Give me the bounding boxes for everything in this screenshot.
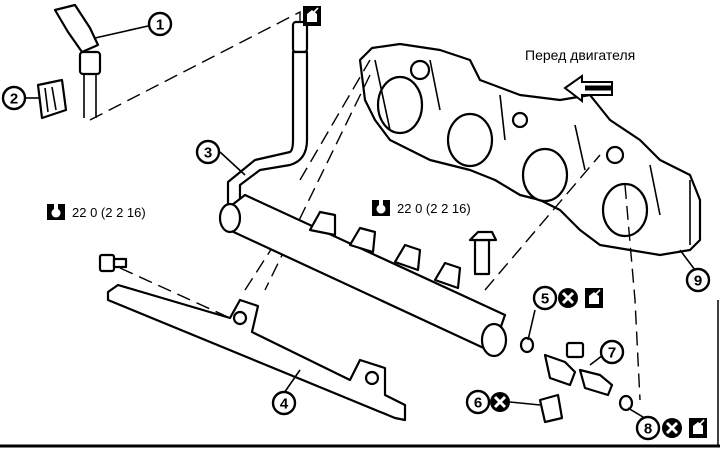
torque-wrench-icon	[372, 200, 390, 216]
intake-manifold	[358, 42, 702, 257]
hose-clamp	[36, 78, 68, 120]
svg-text:6: 6	[474, 395, 482, 412]
svg-text:1: 1	[156, 17, 164, 34]
torque-spec-right: 22 0 (2 2 16)	[397, 201, 471, 216]
svg-text:7: 7	[608, 345, 616, 362]
injector-clip	[538, 393, 564, 424]
lubricate-oil-icon	[688, 417, 708, 439]
lubricate-oil-icon	[302, 5, 322, 27]
fuel-hose	[53, 3, 102, 118]
torque-wrench-icon	[47, 204, 65, 220]
fuel-rail-protector	[106, 283, 407, 422]
fuel-rail	[218, 193, 508, 358]
svg-text:9: 9	[694, 273, 702, 290]
replace-part-icon	[556, 286, 580, 310]
callout-4: 4	[271, 390, 297, 416]
front-direction-arrow-icon	[563, 74, 613, 104]
svg-text:4: 4	[280, 396, 289, 413]
lubricate-oil-icon	[584, 287, 604, 309]
replace-part-icon	[660, 416, 684, 440]
front-of-engine-label: Перед двигателя	[525, 47, 635, 63]
callout-9: 9	[685, 267, 711, 293]
fuel-feed-pipe	[226, 20, 309, 207]
callout-7: 7	[599, 339, 625, 365]
protector-bolt	[98, 253, 128, 273]
svg-text:8: 8	[644, 421, 652, 438]
callout-6: 6	[465, 389, 491, 415]
svg-text:2: 2	[10, 91, 18, 108]
callout-1: 1	[147, 11, 173, 37]
callout-3: 3	[195, 139, 221, 165]
torque-spec-left: 22 0 (2 2 16)	[72, 205, 146, 220]
fuel-injector	[519, 336, 634, 412]
svg-text:5: 5	[541, 291, 549, 308]
callout-5: 5	[532, 285, 558, 311]
replace-part-icon	[488, 390, 512, 414]
svg-text:3: 3	[204, 145, 212, 162]
callout-8: 8	[635, 415, 661, 441]
callout-2: 2	[1, 85, 27, 111]
